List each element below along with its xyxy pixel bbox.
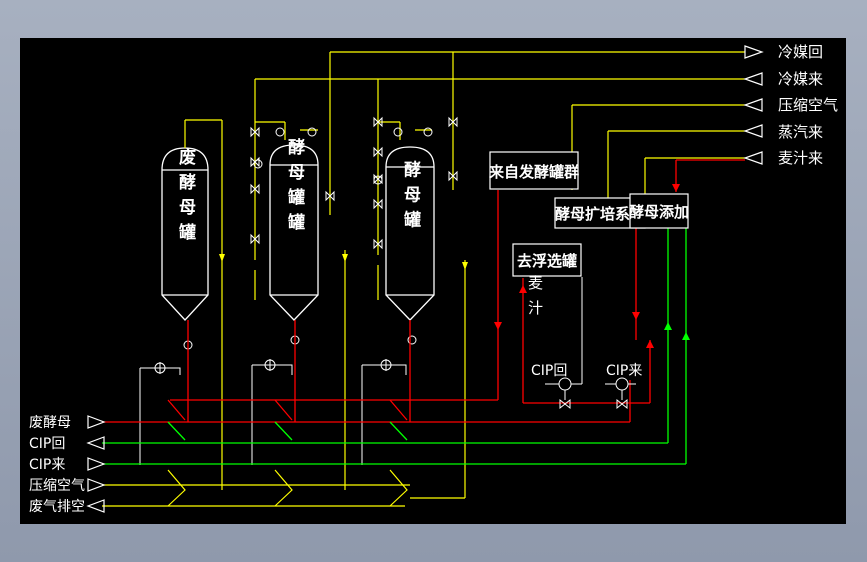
label-cip-supply-right: CIP来 [606,363,642,379]
label-exhaust-vent: 废气排空 [29,499,85,515]
label-cip-return-right: CIP回 [531,363,567,379]
svg-text:来自发酵罐群: 来自发酵罐群 [488,163,579,181]
yellow-flow-arrows [219,254,468,270]
svg-text:麦汁: 麦汁 [526,275,544,325]
cip-pumps [545,277,636,410]
label-coolant-return: 冷媒回 [778,43,823,61]
arrow-out-cip-return [86,436,105,450]
green-arrows [664,322,690,340]
label-wort-supply: 麦汁来 [778,149,823,167]
box-from-fermentation-tanks: 来自发酵罐群 [488,151,579,190]
label-spent-yeast: 废酵母 [29,415,71,431]
red-arrows [494,184,680,348]
svg-text:废酵母罐: 废酵母罐 [175,147,197,248]
right-connector-arrows [743,45,764,165]
arrow-in-spent-yeast [87,415,106,429]
label-compressed-air-right: 压缩空气 [778,96,838,114]
box-to-flotation-tank: 去浮选罐 [512,243,582,277]
label-steam-supply: 蒸汽来 [778,123,823,141]
arrow-in-steam [743,124,763,138]
arrow-in-coolant-supply [743,72,763,86]
label-compressed-air-left: 压缩空气 [29,478,85,494]
tank-2-label: 酵母罐罐 [284,137,306,238]
label-cip-return-left: CIP回 [29,436,65,452]
bottom-yellow-lines [102,469,465,507]
bottom-valve-stubs [139,359,407,465]
green-lines [102,228,687,465]
arrow-out-exhaust [86,499,105,513]
tank-1-label: 废酵母罐 [175,147,197,248]
tank-3-label: 酵母罐 [400,159,422,235]
tank-3 [385,146,435,321]
svg-text:酵母添加: 酵母添加 [629,203,689,221]
svg-text:酵母罐罐: 酵母罐罐 [284,137,306,238]
tank-side-lines [184,119,466,498]
box-yeast-addition: 酵母添加 [629,193,689,229]
label-cip-supply-left: CIP来 [29,457,65,473]
left-connector-arrows [86,415,106,513]
tank-2 [269,144,319,321]
arrow-in-wort [743,151,763,165]
svg-text:去浮选罐: 去浮选罐 [517,252,577,270]
arrow-in-compressed-air [743,98,763,112]
arrow-in-cip-supply [87,457,106,471]
svg-text:酵母罐: 酵母罐 [400,159,422,235]
label-wort-vertical: 麦汁 [526,275,544,325]
top-utility-lines [254,51,745,260]
label-coolant-supply: 冷媒来 [778,70,823,88]
tank-1 [161,147,209,321]
arrow-out-coolant-return [744,45,764,59]
red-lines [102,159,745,423]
arrow-in-compressed-air-left [87,478,106,492]
svg-text:酵母扩培系统: 酵母扩培系统 [555,205,645,223]
